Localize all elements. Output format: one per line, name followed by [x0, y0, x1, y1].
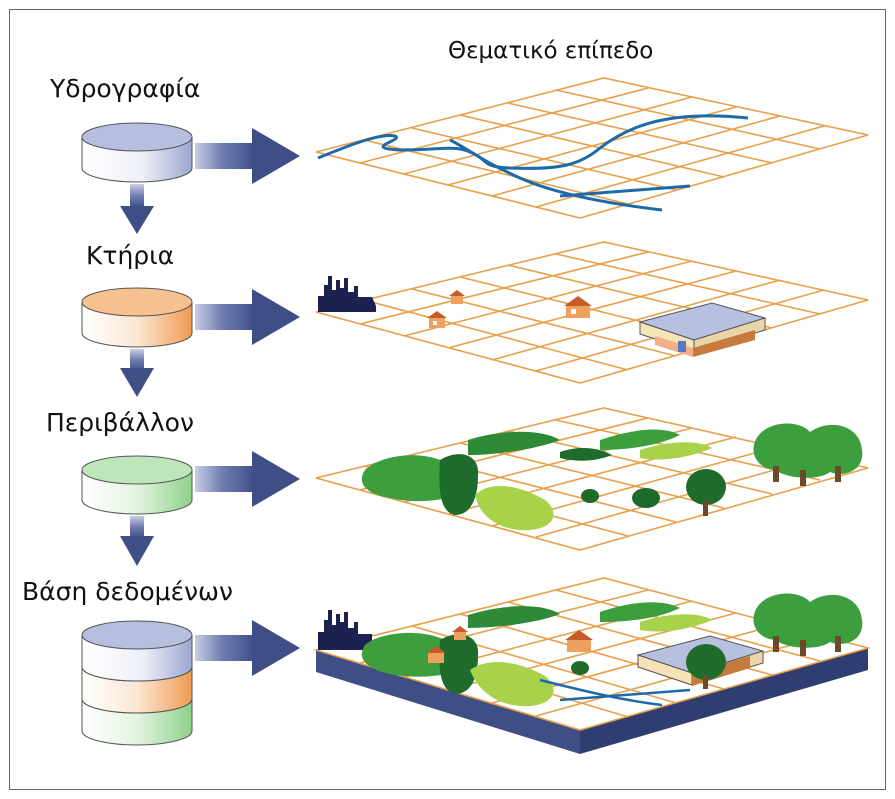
cylinder-environment [81, 455, 193, 515]
tree-icon [753, 593, 863, 648]
city-skyline-icon [318, 610, 372, 650]
city-skyline-icon [318, 276, 376, 312]
cylinder-hydrography [81, 122, 193, 183]
plane-database-composite [312, 577, 872, 754]
house-icon [564, 296, 592, 318]
right-arrow-4 [195, 620, 300, 676]
layer-label-environment: Περιβάλλον [46, 408, 194, 437]
plane-environment [315, 407, 869, 551]
diagram-title: Θεματικό επίπεδο [448, 38, 654, 64]
right-arrow-2 [195, 289, 300, 345]
diagram-frame [9, 9, 886, 790]
vegetation [361, 423, 863, 531]
cylinder-database-stack [81, 620, 193, 746]
house-icon [452, 626, 468, 640]
down-arrow-3 [120, 516, 154, 566]
cylinder-buildings [81, 287, 193, 348]
house-icon [426, 646, 446, 663]
down-arrow-2 [120, 349, 154, 397]
tree-icon [753, 423, 863, 478]
house-icon [427, 311, 447, 328]
right-arrow-1 [195, 128, 300, 184]
layer-label-buildings: Κτήρια [86, 241, 175, 270]
layer-label-database: Βάση δεδομένων [22, 577, 233, 606]
plane-buildings [315, 241, 869, 384]
down-arrow-1 [120, 184, 154, 234]
right-arrow-3 [195, 451, 300, 507]
plane-hydrography [315, 77, 869, 219]
building-icon [638, 302, 767, 357]
house-icon [565, 630, 593, 652]
house-icon [449, 290, 465, 304]
layer-label-hydrography: Υδρογραφία [50, 74, 201, 103]
